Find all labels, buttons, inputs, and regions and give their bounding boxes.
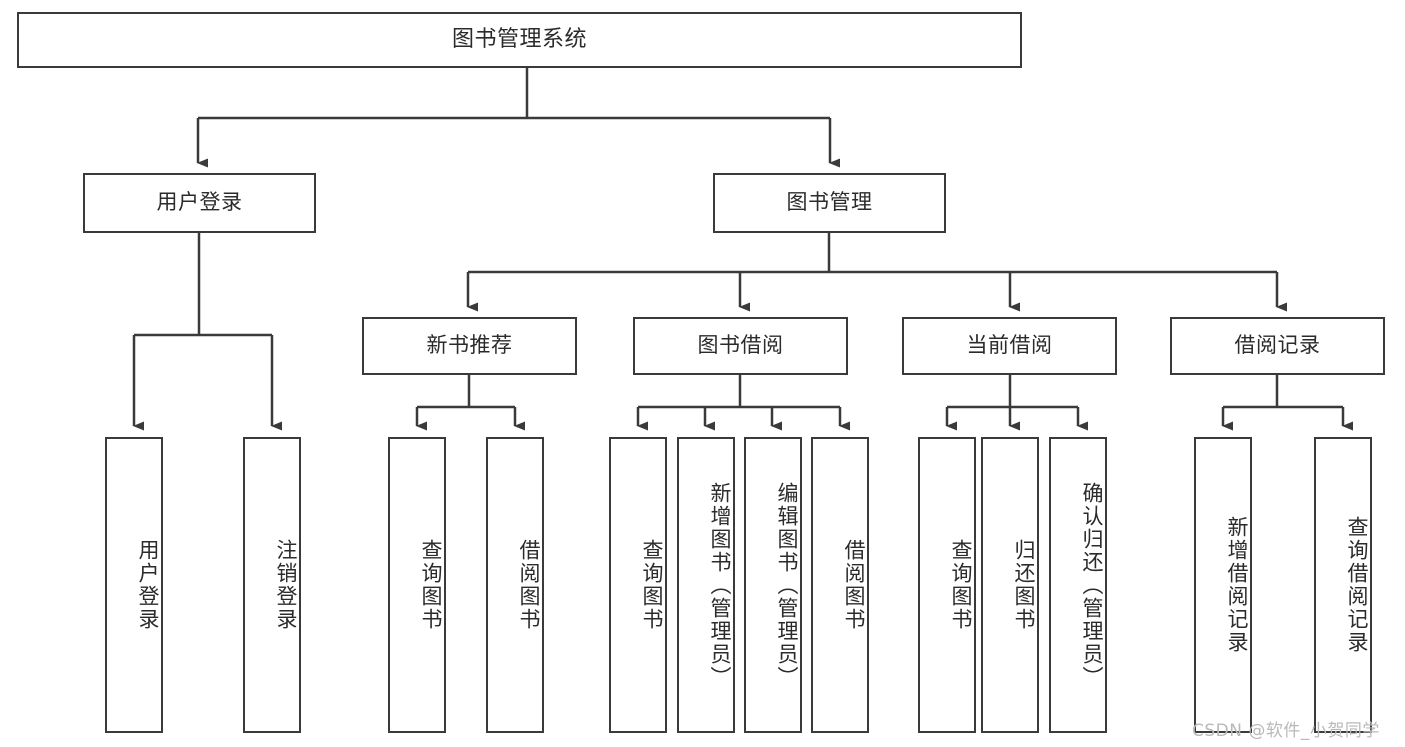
- node-label: 新书推荐: [426, 333, 513, 358]
- node-label: 用户登录: [156, 190, 243, 215]
- node-label: 归还图书: [1012, 539, 1036, 631]
- node-label: 查询图书: [949, 539, 973, 631]
- node-leaf-return-book[interactable]: 归还图书: [981, 437, 1039, 733]
- node-leaf-edit-book-admin[interactable]: 编辑图书（管理员）: [744, 437, 802, 733]
- node-leaf-user-login[interactable]: 用户登录: [105, 437, 163, 733]
- node-leaf-borrow-book[interactable]: 借阅图书: [811, 437, 869, 733]
- node-label: 查询图书: [640, 539, 664, 631]
- node-label: 借阅图书: [517, 539, 541, 631]
- node-leaf-confirm-return-admin[interactable]: 确认归还（管理员）: [1049, 437, 1107, 733]
- node-leaf-add-borrow-record[interactable]: 新增借阅记录: [1194, 437, 1252, 733]
- node-user-login-module[interactable]: 用户登录: [83, 173, 316, 233]
- node-label: 借阅记录: [1234, 333, 1321, 358]
- node-label: 新增借阅记录: [1225, 516, 1249, 654]
- node-leaf-recommend-borrow-book[interactable]: 借阅图书: [486, 437, 544, 733]
- node-label: 图书借阅: [697, 333, 784, 358]
- node-label: 借阅图书: [842, 539, 866, 631]
- node-label: 新增图书（管理员）: [708, 481, 732, 689]
- node-label: 查询借阅记录: [1345, 516, 1369, 654]
- node-label: 注销登录: [274, 539, 298, 631]
- node-root-system[interactable]: 图书管理系统: [17, 12, 1022, 68]
- node-leaf-current-query-book[interactable]: 查询图书: [918, 437, 976, 733]
- node-leaf-borrow-query-book[interactable]: 查询图书: [609, 437, 667, 733]
- node-label: 图书管理系统: [451, 26, 587, 52]
- node-leaf-logout[interactable]: 注销登录: [243, 437, 301, 733]
- watermark: CSDN @软件_小贺同学: [1192, 721, 1380, 741]
- node-borrow-record[interactable]: 借阅记录: [1170, 317, 1385, 375]
- node-book-borrow[interactable]: 图书借阅: [633, 317, 848, 375]
- node-new-book-recommend[interactable]: 新书推荐: [362, 317, 577, 375]
- node-leaf-recommend-query-book[interactable]: 查询图书: [388, 437, 446, 733]
- node-label: 确认归还（管理员）: [1080, 481, 1104, 689]
- node-current-borrow[interactable]: 当前借阅: [902, 317, 1117, 375]
- node-label: 用户登录: [136, 539, 160, 631]
- node-label: 图书管理: [786, 190, 873, 215]
- node-label: 编辑图书（管理员）: [775, 481, 799, 689]
- node-book-management-module[interactable]: 图书管理: [713, 173, 946, 233]
- node-label: 当前借阅: [966, 333, 1053, 358]
- node-label: 查询图书: [419, 539, 443, 631]
- node-leaf-query-borrow-record[interactable]: 查询借阅记录: [1314, 437, 1372, 733]
- node-leaf-add-book-admin[interactable]: 新增图书（管理员）: [677, 437, 735, 733]
